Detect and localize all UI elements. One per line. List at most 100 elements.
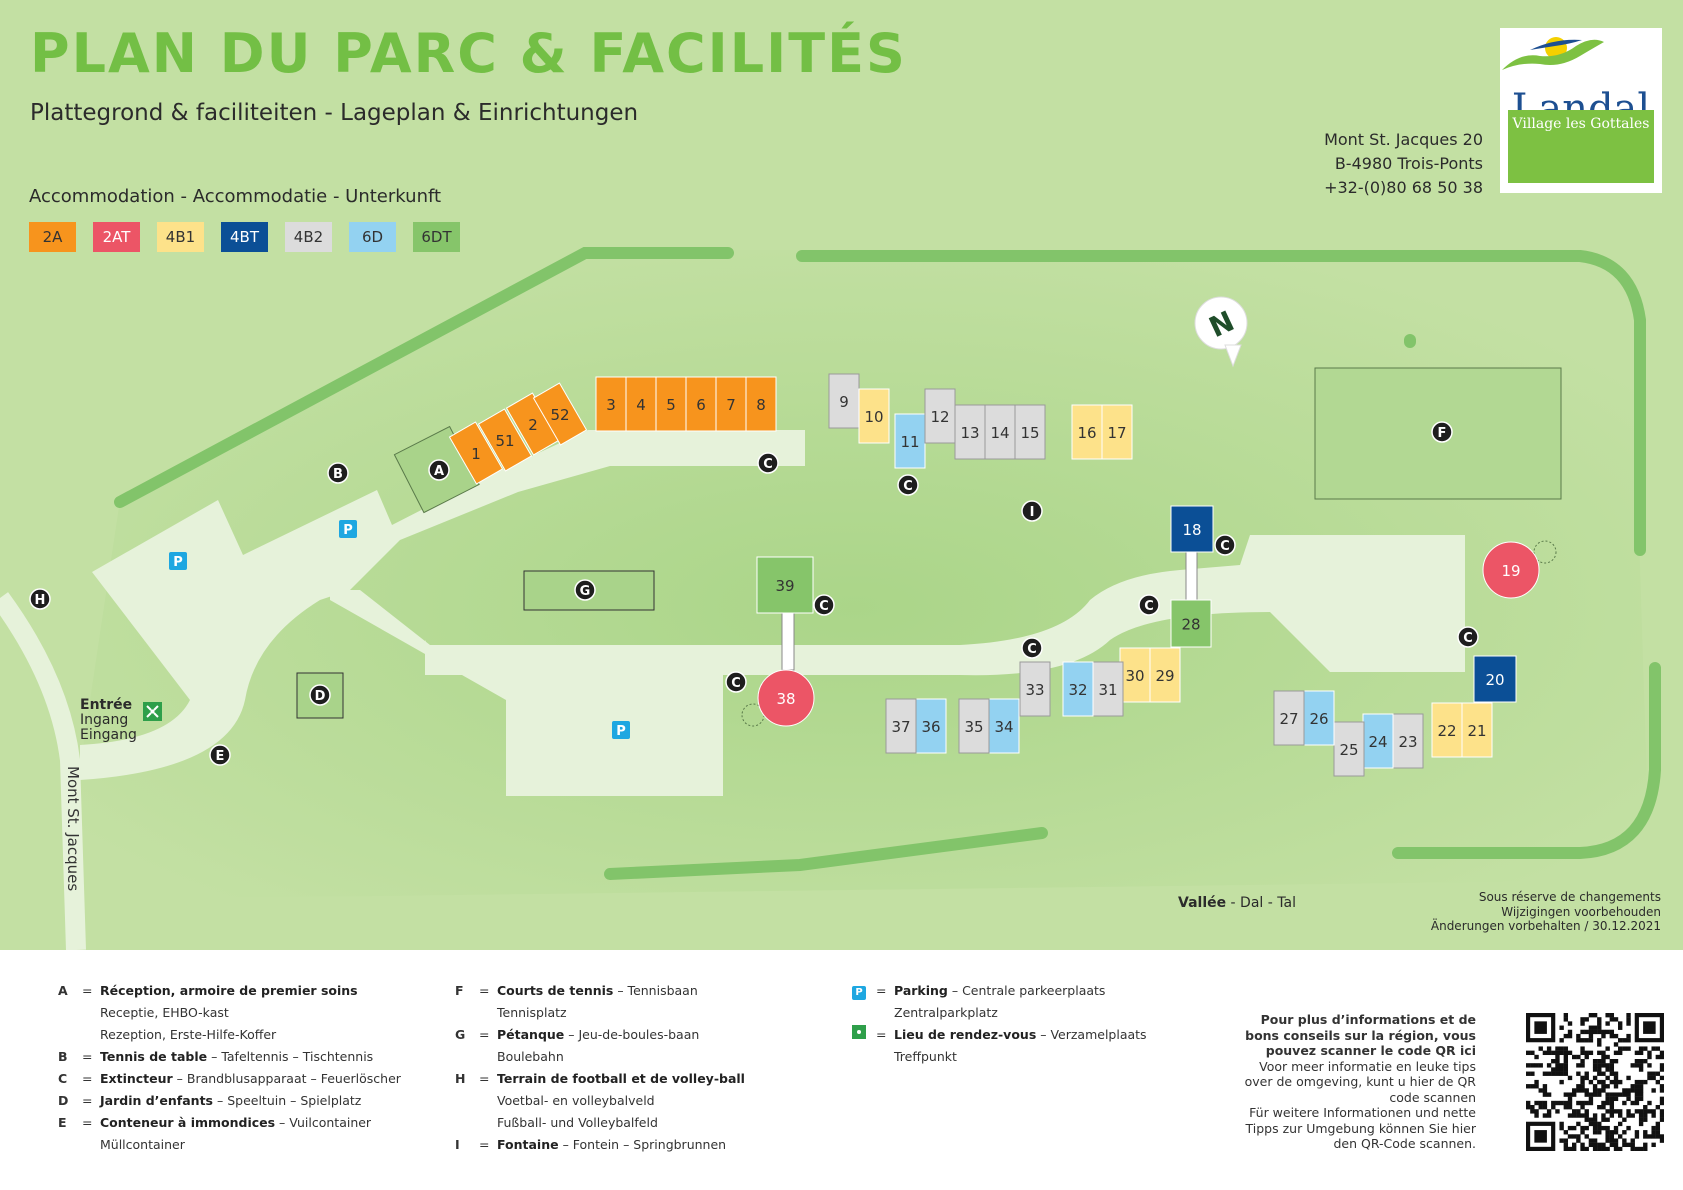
house-number: 19 — [1501, 562, 1520, 580]
marker-letter: C — [1463, 631, 1473, 646]
house-number: 6 — [696, 396, 706, 414]
legend-translation: Fußball- und Volleybalfeld — [497, 1115, 658, 1130]
qr-code[interactable] — [1526, 1013, 1664, 1151]
legend-bold: Fontaine — [497, 1137, 559, 1152]
marker-b: B — [327, 462, 349, 484]
legend-entry: E=Conteneur à immondices – Vuilcontainer… — [58, 1112, 401, 1156]
house-20: 20 — [1473, 655, 1517, 703]
page-title: PLAN DU PARC & FACILITÉS — [30, 22, 907, 85]
marker-letter: H — [35, 593, 46, 608]
disclaimer-fr: Sous réserve de changements — [1478, 890, 1661, 904]
entrance-label-nl: Ingang — [80, 712, 129, 728]
house-3: 3 — [595, 376, 627, 432]
house-number: 26 — [1309, 710, 1328, 728]
house-number: 39 — [775, 577, 794, 595]
house-number: 27 — [1279, 710, 1298, 728]
address-block: Mont St. Jacques 20 B-4980 Trois-Ponts +… — [1324, 128, 1483, 200]
marker-letter: C — [1144, 599, 1154, 614]
marker-letter: C — [819, 599, 829, 614]
logo-band — [1508, 110, 1654, 183]
hedges — [114, 247, 1661, 880]
marker-c: C — [725, 671, 747, 693]
house-number: 14 — [990, 424, 1009, 442]
legend-text-main: Fontaine – Fontein – Springbrunnen — [497, 1134, 726, 1156]
house-number: 36 — [921, 718, 940, 736]
marker-d: D — [309, 684, 331, 706]
house-51: 51 — [477, 408, 533, 472]
house-number: 31 — [1098, 681, 1117, 699]
legend-translation: Voetbal- en volleybalveld — [497, 1093, 655, 1108]
house-10: 10 — [858, 388, 890, 444]
marker-c: C — [1021, 637, 1043, 659]
house-1: 1 — [448, 421, 504, 485]
parking-icon: P — [169, 552, 187, 570]
marker-letter: F — [1438, 426, 1447, 441]
legend-text-main: Réception, armoire de premier soins — [100, 980, 358, 1002]
legend-chip-2at: 2AT — [93, 222, 140, 252]
legend-key: B — [58, 1049, 68, 1064]
legend-chip-4b2: 4B2 — [285, 222, 332, 252]
valley-label: Vallée - Dal - Tal — [1178, 895, 1296, 911]
legend-text-main: Pétanque – Jeu-de-boules-baan — [497, 1024, 699, 1046]
legend-equals: = — [82, 1115, 93, 1130]
address-line1: Mont St. Jacques 20 — [1324, 130, 1483, 149]
house-23: 23 — [1392, 713, 1424, 769]
marker-letter: D — [315, 689, 326, 704]
legend-key: I — [455, 1137, 460, 1152]
house-number: 34 — [994, 718, 1013, 736]
house-27: 27 — [1273, 690, 1305, 746]
house-12: 12 — [924, 388, 956, 444]
legend-bold: Parking — [894, 983, 948, 998]
legend-key: G — [455, 1027, 466, 1042]
legend-rest: – Fontein – Springbrunnen — [558, 1137, 727, 1152]
marker-c: C — [757, 452, 779, 474]
house-34: 34 — [988, 698, 1020, 754]
house-29: 29 — [1149, 647, 1181, 703]
legend-text-main: Parking – Centrale parkeerplaats — [894, 980, 1105, 1002]
house-number: 12 — [930, 408, 949, 426]
compass-icon: N — [1194, 296, 1248, 368]
legend-equals: = — [82, 1093, 93, 1108]
legend-translation: Boulebahn — [497, 1049, 564, 1064]
house-number: 18 — [1182, 521, 1201, 539]
marker-h: H — [29, 588, 51, 610]
house-8: 8 — [745, 376, 777, 432]
parking-icon: P — [339, 520, 357, 538]
legend-rest: – Vuilcontainer — [275, 1115, 372, 1130]
marker-letter: C — [1220, 539, 1230, 554]
house-number: 29 — [1155, 667, 1174, 685]
facility-legend — [0, 950, 1683, 1190]
meeting-point-icon — [143, 702, 162, 721]
logo-park-name: Village les Gottales — [1512, 116, 1650, 132]
house-number: 1 — [471, 445, 481, 463]
house-number: 20 — [1485, 671, 1504, 689]
house-5: 5 — [655, 376, 687, 432]
parking-letter: P — [343, 523, 353, 538]
marker-letter: B — [333, 467, 343, 482]
house-number: 30 — [1125, 667, 1144, 685]
house-number: 16 — [1077, 424, 1096, 442]
legend-bold: Terrain de football et de volley-ball — [497, 1071, 745, 1086]
house-number: 7 — [726, 396, 736, 414]
legend-bold: Pétanque — [497, 1027, 565, 1042]
house-number: 33 — [1025, 681, 1044, 699]
legend-equals: = — [82, 1071, 93, 1086]
house-number: 11 — [900, 433, 919, 451]
house-7: 7 — [715, 376, 747, 432]
entrance-label-de: Eingang — [80, 727, 137, 743]
house-31: 31 — [1092, 661, 1124, 717]
house-15: 15 — [1014, 404, 1046, 460]
legend-chip-2a: 2A — [29, 222, 76, 252]
legend-text-main: Extincteur – Brandblusapparaat – Feuerlö… — [100, 1068, 401, 1090]
house-number: 52 — [550, 406, 569, 424]
